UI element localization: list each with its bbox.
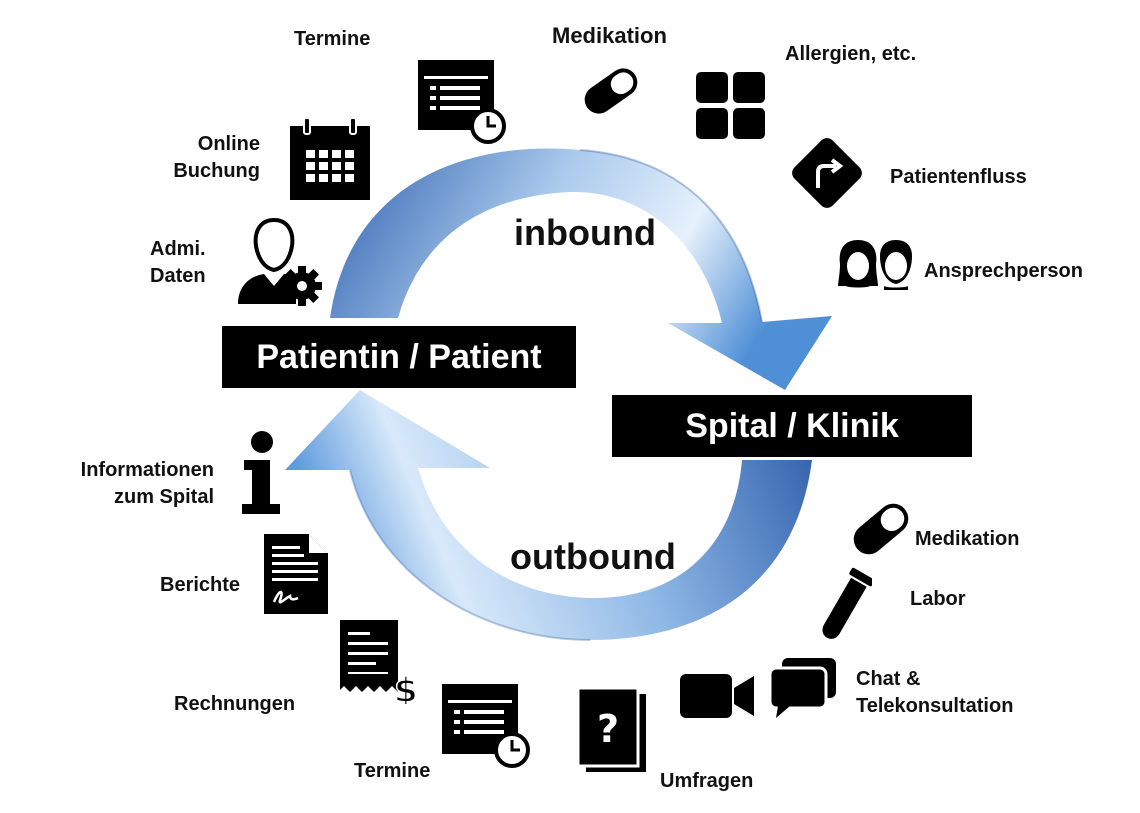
umfragen-label: Umfragen	[660, 770, 754, 792]
allergien-label: Allergien, etc.	[785, 43, 917, 65]
admi-daten-label: Admi. Daten	[150, 236, 206, 290]
video-camera-icon	[680, 674, 754, 718]
info-icon	[242, 431, 280, 514]
chat-label: Chat & Telekonsultation	[856, 666, 1013, 720]
outbound-arrow	[285, 390, 812, 640]
chat-bubbles-icon	[768, 658, 836, 718]
informationen-label: Informationen zum Spital	[40, 457, 214, 511]
berichte-label: Berichte	[160, 574, 241, 596]
receipt-dollar-icon: $	[340, 620, 418, 704]
inbound-label: inbound	[514, 212, 656, 253]
informationen-line2: zum Spital	[113, 486, 214, 508]
turn-right-arrow-icon	[792, 138, 862, 208]
termine-out-label: Termine	[354, 760, 431, 782]
calendar-icon	[290, 117, 370, 200]
pill-capsule-icon	[853, 503, 909, 555]
admin-user-gear-icon	[238, 217, 322, 306]
outbound-label: outbound	[510, 536, 676, 577]
admi-daten-line1: Admi.	[150, 238, 206, 260]
medikation-in-label: Medikation	[552, 23, 667, 48]
online-buchung-label: Online Buchung	[160, 131, 260, 185]
two-people-icon	[838, 240, 912, 290]
four-squares-grid-icon	[696, 72, 765, 139]
admi-daten-line2: Daten	[150, 265, 206, 287]
patientenfluss-label: Patientenfluss	[890, 166, 1027, 188]
online-buchung-line1: Online	[197, 133, 260, 155]
ansprechperson-label: Ansprechperson	[924, 260, 1083, 282]
svg-text:?: ?	[597, 707, 619, 751]
pill-capsule-icon	[584, 68, 638, 114]
signed-document-icon	[264, 534, 328, 614]
calendar-schedule-icon	[418, 60, 506, 144]
inbound-arrow	[330, 148, 832, 390]
rechnungen-label: Rechnungen	[174, 693, 296, 715]
clinic-box: Spital / Klinik	[612, 395, 972, 457]
test-tube-icon	[822, 567, 872, 639]
chat-line2: Telekonsultation	[856, 695, 1014, 717]
labor-label: Labor	[910, 588, 966, 610]
svg-text:$: $	[394, 671, 418, 704]
chat-line1: Chat &	[856, 668, 921, 690]
questionnaire-icon: ?	[576, 686, 646, 772]
medikation-out-label: Medikation	[915, 528, 1020, 550]
calendar-schedule-icon	[442, 684, 530, 768]
patient-box: Patientin / Patient	[222, 326, 576, 388]
informationen-line1: Informationen	[80, 459, 214, 481]
online-buchung-line2: Buchung	[173, 160, 260, 182]
termine-in-label: Termine	[294, 28, 371, 50]
